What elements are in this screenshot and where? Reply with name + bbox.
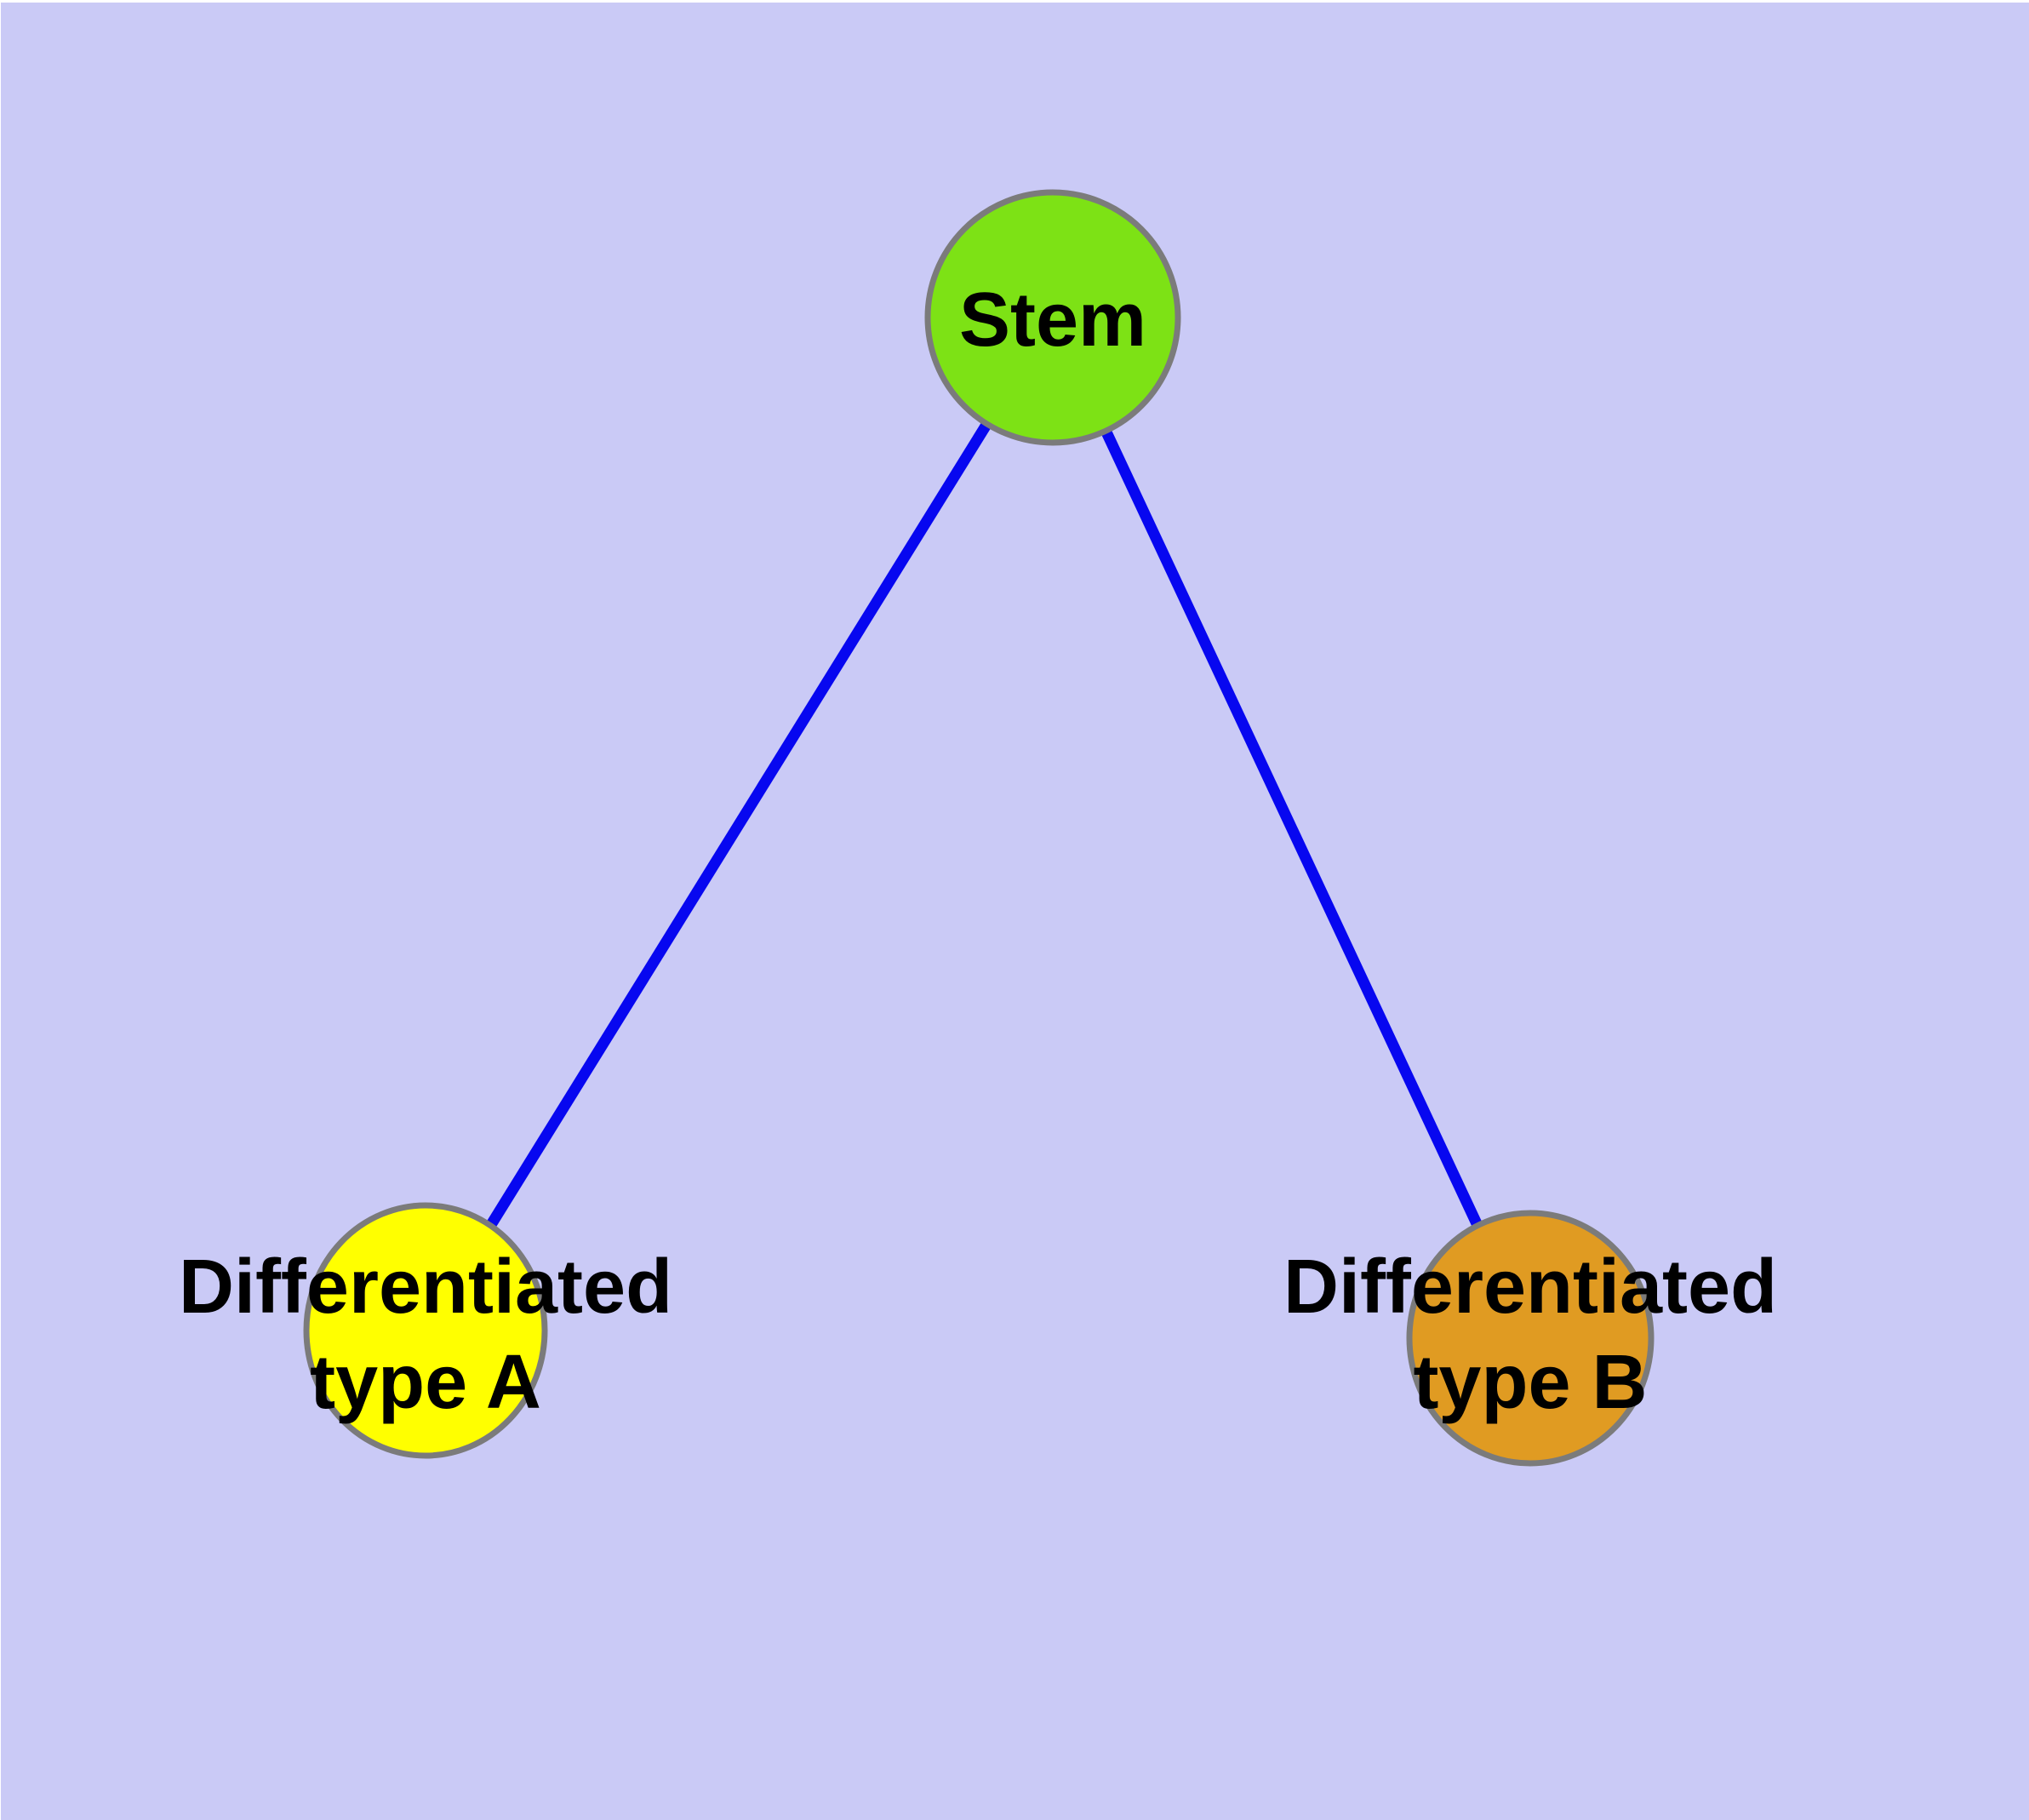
node-type-a-circle (303, 1202, 548, 1459)
edge-stem-to-type-a (420, 314, 1058, 1334)
node-type-b-circle (1406, 1210, 1655, 1467)
edge-stem-to-type-b (1048, 315, 1535, 1341)
node-stem-circle (924, 189, 1181, 446)
